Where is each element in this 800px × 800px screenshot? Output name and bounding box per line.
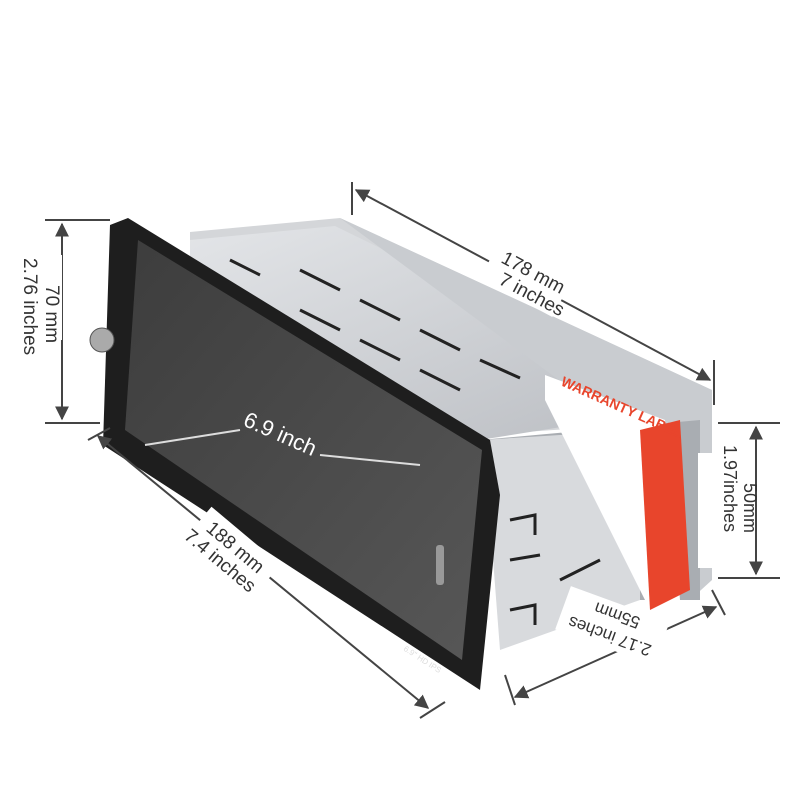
front-height-imperial: 2.76 inches	[19, 258, 40, 355]
dimension-front-height: 70 mm 2.76 inches	[14, 219, 110, 424]
volume-knob[interactable]	[89, 327, 115, 353]
front-height-metric: 70 mm	[41, 285, 62, 343]
usb-port	[436, 545, 444, 585]
warranty-sticker: WARRANTY LABEL	[545, 373, 690, 610]
chassis-height-imperial: 1.97inches	[720, 445, 740, 532]
chassis-height-metric: 50mm	[740, 483, 760, 533]
dimension-chassis-height: 50mm 1.97inches	[698, 422, 780, 579]
